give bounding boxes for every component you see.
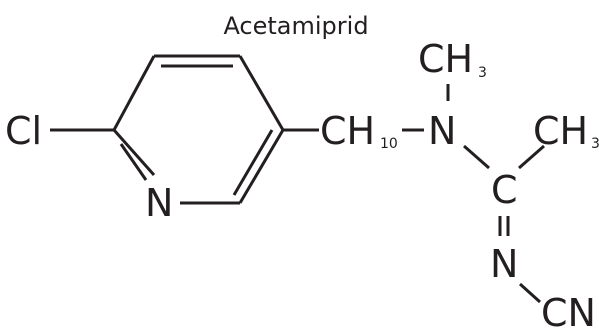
ring-bond-lower-left	[112, 129, 156, 176]
methylene-subscript: 10	[380, 136, 398, 152]
pyridine-ring	[112, 54, 285, 205]
ring-bond-upper-right	[238, 55, 285, 131]
bond-n-cn	[518, 282, 542, 304]
n-methyl-label: CH	[418, 37, 473, 81]
methylene-label: CH	[320, 109, 375, 153]
chlorine-label: Cl	[5, 109, 42, 153]
bond-c-methyl	[518, 144, 545, 170]
n-methyl-subscript: 3	[478, 65, 487, 81]
c-methyl-subscript: 3	[591, 136, 599, 152]
ring-bond-upper-left	[112, 55, 156, 131]
c-methyl-label: CH	[533, 109, 588, 153]
imine-nitrogen-label: N	[490, 242, 518, 286]
ring-bond-lower-left-inner	[119, 143, 148, 181]
ring-bond-lower-right-inner	[232, 129, 274, 196]
diagram-title: Acetamiprid	[223, 12, 368, 40]
ring-nitrogen-label: N	[145, 181, 173, 225]
amine-nitrogen-label: N	[428, 109, 456, 153]
bond-n-c	[463, 144, 490, 170]
cyano-label: CN	[541, 291, 596, 329]
amidine-carbon-label: C	[491, 168, 518, 212]
ring-bond-lower-right	[238, 129, 285, 204]
